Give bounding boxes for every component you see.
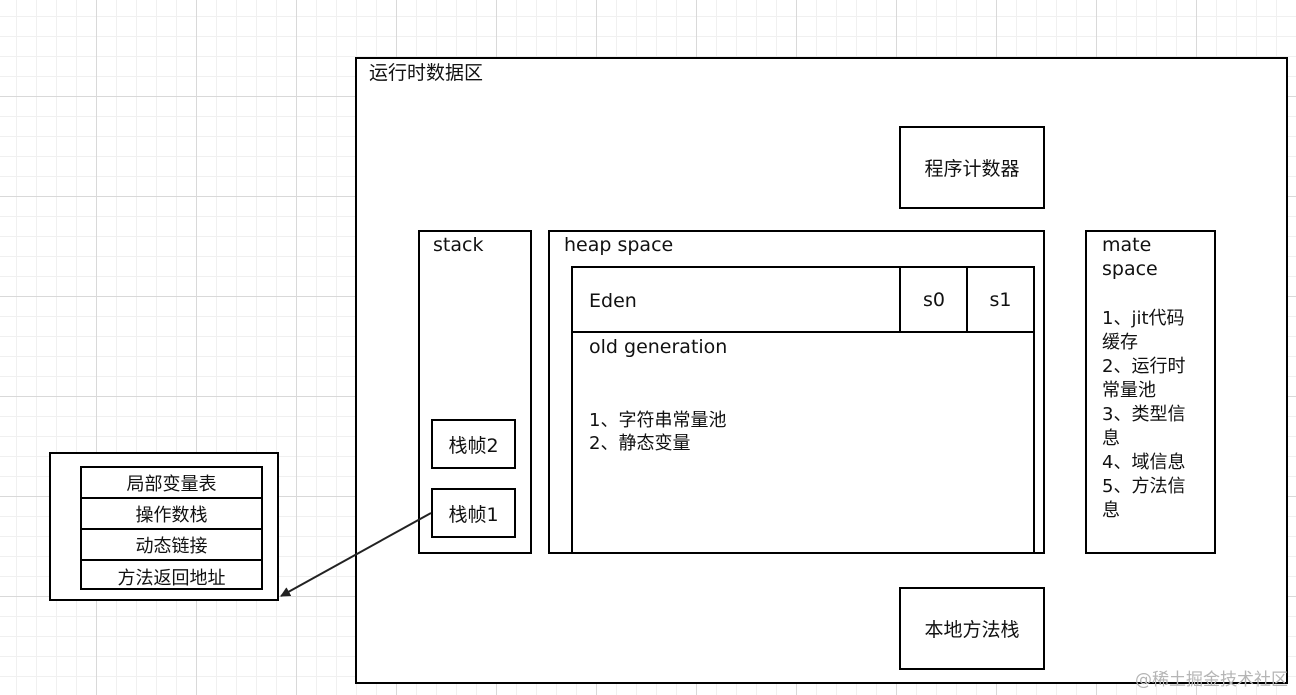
survivor-s0-box: s0 — [899, 266, 969, 333]
return-address-row: 方法返回地址 — [117, 567, 226, 589]
stack-frame-detail: 局部变量表 操作数栈 动态链接 方法返回地址 — [49, 452, 279, 601]
stack-frame-1-label: 栈帧1 — [448, 503, 499, 526]
metaspace-title: mate space — [1102, 234, 1158, 280]
watermark: @稀土掘金技术社区 — [1135, 670, 1288, 690]
eden-box: Eden — [571, 266, 902, 333]
metaspace-items: 1、jit代码 缓存 2、运行时 常量池 3、类型信 息 4、域信息 5、方法信… — [1102, 308, 1186, 521]
dynamic-linking-row: 动态链接 — [82, 530, 261, 561]
stack-frame-2: 栈帧2 — [431, 419, 516, 469]
old-generation-title: old generation — [589, 336, 728, 358]
survivor-s0-label: s0 — [923, 288, 945, 311]
native-method-stack-box: 本地方法栈 — [899, 587, 1045, 670]
stack-title: stack — [433, 234, 484, 256]
stack-frame-1: 栈帧1 — [431, 488, 516, 538]
eden-label: Eden — [589, 290, 637, 312]
survivor-s1-label: s1 — [989, 288, 1012, 311]
stack-frame-detail-table: 局部变量表 操作数栈 动态链接 方法返回地址 — [80, 466, 263, 590]
metaspace-box: mate space 1、jit代码 缓存 2、运行时 常量池 3、类型信 息 … — [1085, 230, 1216, 554]
heap-space-title: heap space — [564, 234, 674, 256]
stack-frame-2-label: 栈帧2 — [448, 434, 499, 457]
runtime-data-area-title: 运行时数据区 — [369, 62, 484, 84]
old-generation-box: old generation 1、字符串常量池 2、静态变量 — [571, 331, 1035, 554]
old-generation-items: 1、字符串常量池 2、静态变量 — [589, 410, 727, 454]
operand-stack-row: 操作数栈 — [82, 499, 261, 530]
program-counter-box: 程序计数器 — [899, 126, 1045, 209]
survivor-s1-box: s1 — [966, 266, 1035, 333]
local-variable-table-row: 局部变量表 — [82, 468, 261, 499]
program-counter-label: 程序计数器 — [924, 158, 1020, 180]
native-method-stack-label: 本地方法栈 — [924, 619, 1020, 641]
